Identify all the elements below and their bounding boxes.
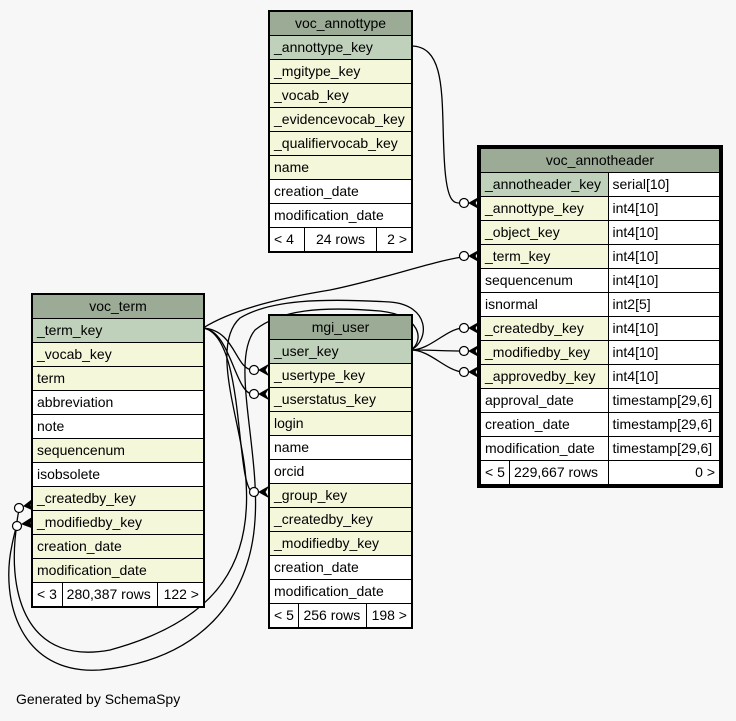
parents-link[interactable]: < 3 xyxy=(32,582,63,607)
edge-term-usertype xyxy=(202,327,253,371)
column-name[interactable]: _annottype_key xyxy=(480,196,609,221)
column-row[interactable]: note xyxy=(32,414,204,439)
table-voc_term[interactable]: voc_term _term_key _vocab_key term abbre… xyxy=(31,293,205,608)
column-type: timestamp[29,6] xyxy=(607,436,721,461)
column-row[interactable]: _evidencevocab_key xyxy=(269,107,412,132)
column-row[interactable]: creation_date xyxy=(32,534,204,559)
column-name[interactable]: modification_date xyxy=(480,436,609,461)
edge-user-approvedby xyxy=(410,349,463,373)
table-mgi_user[interactable]: mgi_user _user_key _usertype_key _userst… xyxy=(268,314,413,629)
children-link[interactable]: 122 > xyxy=(157,582,204,607)
column-name[interactable]: approval_date xyxy=(480,388,609,413)
column-row[interactable]: sequencenum xyxy=(32,438,204,463)
column-row[interactable]: _vocab_key xyxy=(269,83,412,108)
column-name[interactable]: _term_key xyxy=(480,244,609,269)
column-type: timestamp[29,6] xyxy=(607,388,721,413)
children-link[interactable]: 0 > xyxy=(607,460,721,485)
column-row[interactable]: abbreviation xyxy=(32,390,204,415)
column-row[interactable]: orcid xyxy=(269,459,412,484)
edge-user-createdby xyxy=(410,327,463,351)
column-name[interactable]: isnormal xyxy=(480,292,609,317)
column-row[interactable]: _annottype_key xyxy=(269,35,412,60)
edge-user-modifiedby xyxy=(410,349,463,352)
column-name[interactable]: _approvedby_key xyxy=(480,364,609,389)
row-count: 256 rows xyxy=(298,603,367,628)
column-type: serial[10] xyxy=(607,172,721,197)
column-row[interactable]: _modifiedby_key xyxy=(32,510,204,535)
column-row[interactable]: _createdby_key xyxy=(32,486,204,511)
column-row[interactable]: modification_date xyxy=(269,203,412,228)
column-row[interactable]: modification_date xyxy=(269,579,412,604)
children-link[interactable]: 198 > xyxy=(365,603,413,628)
column-row[interactable]: _term_key xyxy=(32,318,204,343)
column-name[interactable]: _object_key xyxy=(480,220,609,245)
table-title[interactable]: voc_annottype xyxy=(269,11,412,36)
row-count: 24 rows xyxy=(304,227,377,252)
column-name[interactable]: _annotheader_key xyxy=(480,172,609,197)
column-type: timestamp[29,6] xyxy=(607,412,721,437)
row-count: 280,387 rows xyxy=(61,582,159,607)
column-name[interactable]: _modifiedby_key xyxy=(480,340,609,365)
column-type: int4[10] xyxy=(607,316,721,341)
column-name[interactable]: _createdby_key xyxy=(480,316,609,341)
edge-annottype xyxy=(410,45,463,204)
column-row[interactable]: _modifiedby_key xyxy=(269,531,412,556)
column-type: int2[5] xyxy=(607,292,721,317)
column-type: int4[10] xyxy=(607,196,721,221)
column-row[interactable]: name xyxy=(269,435,412,460)
column-row[interactable]: _group_key xyxy=(269,483,412,508)
column-row[interactable]: creation_date xyxy=(269,555,412,580)
parents-link[interactable]: < 5 xyxy=(480,460,510,485)
column-type: int4[10] xyxy=(607,220,721,245)
column-name[interactable]: sequencenum xyxy=(480,268,609,293)
table-title[interactable]: voc_annotheader xyxy=(480,148,720,173)
parents-link[interactable]: < 4 xyxy=(268,227,306,252)
column-row[interactable]: name xyxy=(269,155,412,180)
column-row[interactable]: _createdby_key xyxy=(269,507,412,532)
column-row[interactable]: _qualifiervocab_key xyxy=(269,131,412,156)
edge-term-userstatus xyxy=(202,327,253,395)
column-row[interactable]: login xyxy=(269,411,412,436)
column-row[interactable]: isobsolete xyxy=(32,462,204,487)
column-row[interactable]: _usertype_key xyxy=(269,363,412,388)
children-link[interactable]: 2 > xyxy=(375,227,413,252)
table-title[interactable]: mgi_user xyxy=(269,315,412,340)
column-name[interactable]: creation_date xyxy=(480,412,609,437)
column-type: int4[10] xyxy=(607,268,721,293)
column-type: int4[10] xyxy=(607,364,721,389)
table-title[interactable]: voc_term xyxy=(32,294,204,319)
column-row[interactable]: _vocab_key xyxy=(32,342,204,367)
column-row[interactable]: _mgitype_key xyxy=(269,59,412,84)
column-row[interactable]: creation_date xyxy=(269,179,412,204)
column-row[interactable]: _userstatus_key xyxy=(269,387,412,412)
column-row[interactable]: _user_key xyxy=(269,339,412,364)
parents-link[interactable]: < 5 xyxy=(268,603,300,628)
column-row[interactable]: modification_date xyxy=(32,558,204,583)
column-row[interactable]: term xyxy=(32,366,204,391)
column-type: int4[10] xyxy=(607,244,721,269)
column-type: int4[10] xyxy=(607,340,721,365)
generated-by-label: Generated by SchemaSpy xyxy=(16,691,181,707)
row-count: 229,667 rows xyxy=(509,460,609,485)
edge-term-group xyxy=(202,327,253,493)
table-voc_annottype[interactable]: voc_annottype _annottype_key _mgitype_ke… xyxy=(268,10,413,253)
